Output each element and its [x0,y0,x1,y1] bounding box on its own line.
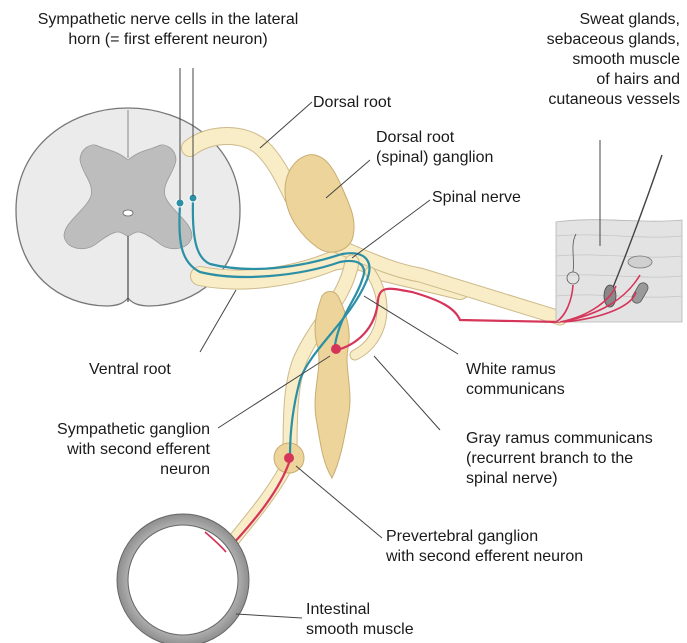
skin-section [556,155,682,322]
central-canal [123,210,133,216]
postganglionic-fibers [218,289,560,565]
label-prevertebral-ganglion: Prevertebral ganglion with second effere… [386,527,583,567]
first-efferent-neuron-body [176,199,184,207]
leader-prevertebral-ganglion [296,466,382,538]
leader-ventral-root [200,290,236,352]
leader-intestinal-muscle [236,614,302,618]
intestine [117,514,249,643]
second-efferent-neuron-body [284,453,294,463]
label-sympathetic-ganglion: Sympathetic ganglion with second efferen… [0,420,210,480]
leader-dorsal-root [260,102,312,148]
label-dorsal-root: Dorsal root [313,93,391,113]
label-gray-ramus-communicans: Gray ramus communicans (recurrent branch… [466,429,653,489]
dorsal-root-ganglion [285,155,354,252]
label-ventral-root: Ventral root [89,360,171,380]
second-efferent-neuron-body [331,344,341,354]
sympathetic-trunk [315,292,350,479]
label-dorsal-root-ganglion: Dorsal root (spinal) ganglion [376,128,493,168]
label-intestinal-smooth-muscle: Intestinal smooth muscle [306,600,414,640]
gray-ramus [355,272,382,355]
label-sweat-glands: Sweat glands, sebaceous glands, smooth m… [500,10,680,110]
label-sympathetic-nerve-cells: Sympathetic nerve cells in the lateral h… [0,10,336,50]
intestine-lumen [128,525,238,635]
leader-gray-ramus [374,356,440,430]
leader-sympathetic-ganglion [218,356,330,428]
label-spinal-nerve: Spinal nerve [432,188,521,208]
sebaceous-gland [628,256,652,268]
leader-spinal-nerve [352,200,430,258]
label-white-ramus-communicans: White ramus communicans [466,360,565,400]
